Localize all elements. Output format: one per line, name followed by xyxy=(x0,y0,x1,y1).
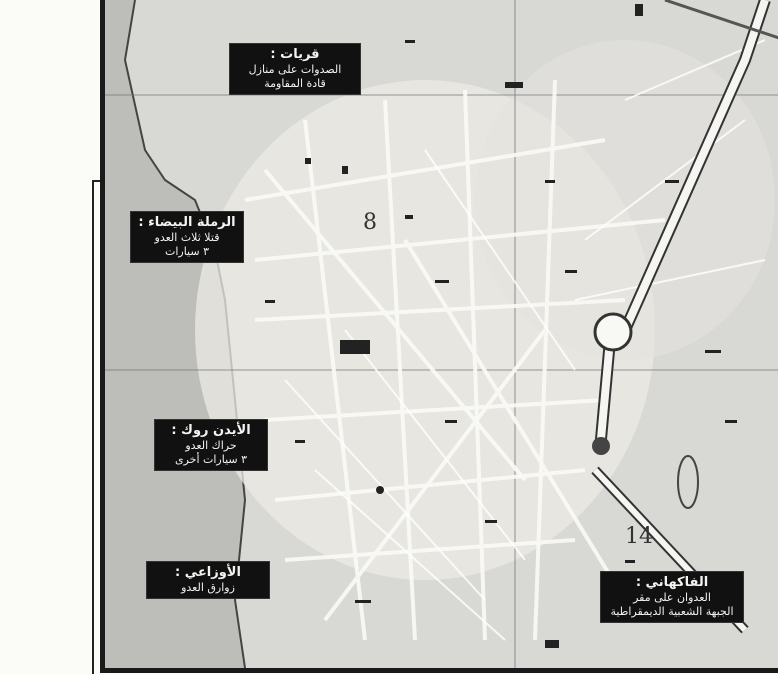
district-number-b: 14 xyxy=(625,524,653,549)
label-fakhani-title: الفاكهاني : xyxy=(635,575,709,590)
label-pigeon-rock-line-1: حراك العدو xyxy=(185,439,237,453)
label-qurat-title: قريات : xyxy=(270,47,320,62)
label-qurat-line-2: قادة المقاومة xyxy=(264,77,326,90)
label-raml: الرملة البيضاء : قتلا ثلاث العدو ٣ سيارا… xyxy=(131,212,243,262)
district-number-a: 8 xyxy=(363,210,377,235)
label-raml-line-2: ٣ سيارات xyxy=(164,245,210,258)
label-raml-line-1: قتلا ثلاث العدو xyxy=(154,231,220,245)
label-qurat: قريات : الصدوات على منازل قادة المقاومة xyxy=(230,44,360,94)
label-fakhani: الفاكهاني : العدوان على مقر الجبهة الشعب… xyxy=(601,572,743,622)
label-fakhani-line-1: العدوان على مقر xyxy=(633,591,711,605)
label-qurat-line-1: الصدوات على منازل xyxy=(248,63,342,77)
label-ouzai-line-1: زوارق العدو xyxy=(181,581,235,595)
map-frame[interactable]: 8 14 قريات : الصدوات على منازل قادة المق… xyxy=(100,0,778,673)
label-pigeon-rock: الأيدن روك : حراك العدو ٣ سيارات أخرى xyxy=(155,420,267,470)
street-map[interactable] xyxy=(105,0,778,668)
label-ouzai-title: الأوزاعي : xyxy=(175,565,241,580)
label-pigeon-rock-line-2: ٣ سيارات أخرى xyxy=(174,453,248,466)
label-ouzai: الأوزاعي : زوارق العدو xyxy=(147,562,269,598)
margin-bracket xyxy=(92,180,104,674)
label-raml-title: الرملة البيضاء : xyxy=(138,215,236,230)
label-pigeon-rock-title: الأيدن روك : xyxy=(171,423,251,438)
label-fakhani-line-2: الجبهة الشعبية الديمقراطية xyxy=(610,605,734,618)
